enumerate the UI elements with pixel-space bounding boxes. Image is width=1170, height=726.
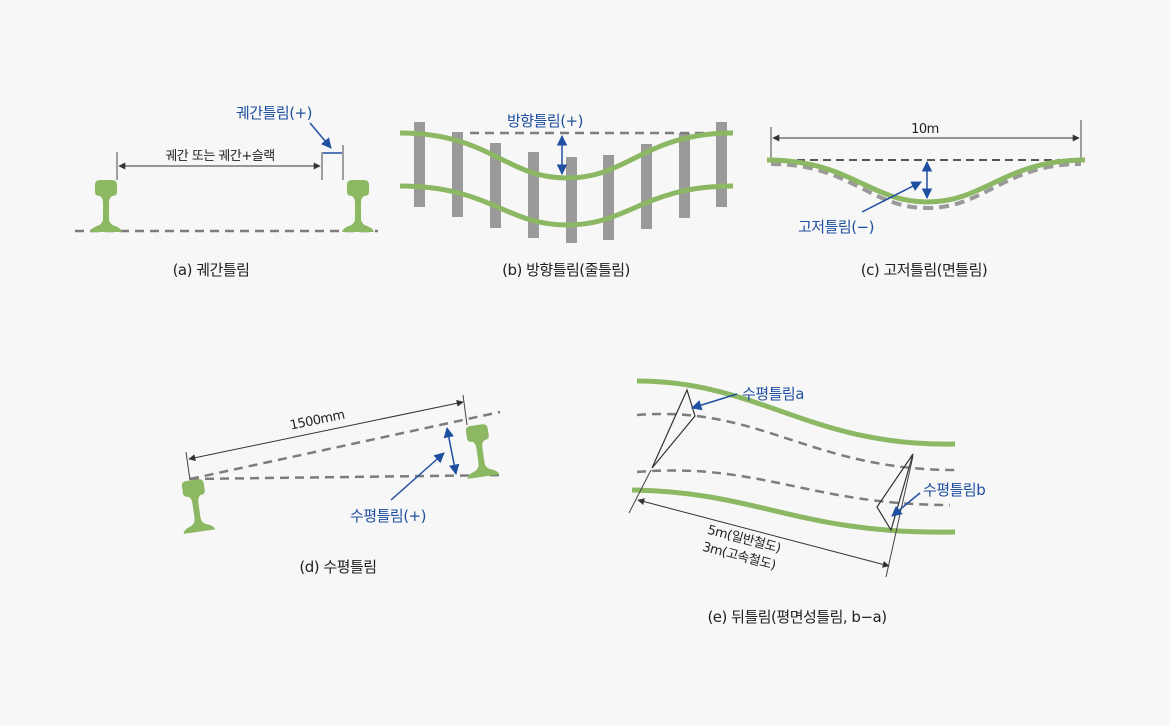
cross-level-a-pointer: [690, 393, 738, 411]
gauge-deviation-pointer: [309, 122, 332, 149]
panel-b-alignment-irregularity: 방향틀림(+) (b) 방향틀림(줄틀림): [399, 112, 734, 279]
rail-profile-green: [766, 157, 1086, 205]
sleeper: [414, 122, 425, 207]
panel-c-longitudinal-level-irregularity: 10m 고저틀림(−) (c) 고저틀림(면틀림): [766, 120, 1086, 279]
gauge-deviation-label: 궤간틀림(+): [236, 104, 312, 122]
rail-upper: [636, 378, 956, 447]
sleeper: [603, 155, 614, 240]
sleeper: [490, 143, 501, 228]
alignment-deviation-label: 방향틀림(+): [507, 112, 583, 130]
measured-profile-dashed: [770, 162, 1082, 211]
right-rail-profile: [342, 180, 374, 232]
twist-triangle-a: [651, 388, 696, 469]
left-length-tick: [628, 469, 652, 514]
sleeper: [452, 132, 463, 217]
left-width-tick: [185, 451, 191, 481]
design-line-upper: [636, 412, 956, 472]
panel-d-cross-level-irregularity: 1500mm 수평틀림(+) (d) 수평틀림: [176, 394, 506, 576]
panel-a-gauge-irregularity: 궤간 또는 궤간+슬랙 궤간틀림(+) (a) 궤간틀림: [75, 104, 378, 279]
cross-level-a-label: 수평틀림a: [742, 385, 804, 403]
design-line-lower: [636, 469, 951, 507]
panel-b-caption: (b) 방향틀림(줄틀림): [502, 261, 630, 279]
cross-level-deviation-arrow: [443, 426, 460, 476]
span-length-label: 10m: [911, 122, 939, 137]
sleeper: [566, 157, 577, 243]
cross-level-b-label: 수평틀림b: [923, 481, 985, 499]
panel-a-caption: (a) 궤간틀림: [173, 261, 250, 279]
sleeper: [716, 122, 727, 207]
panel-e-twist-irregularity: 5m(일반철도) 3m(고속철도) 수평틀림a 수평틀림b (e) 뒤틀림(평면…: [628, 378, 986, 626]
gauge-label: 궤간 또는 궤간+슬랙: [165, 149, 274, 164]
sleepers: [414, 122, 727, 243]
right-rail-profile: [460, 422, 500, 479]
level-deviation-label: 고저틀림(−): [798, 218, 874, 236]
panel-e-caption: (e) 뒤틀림(평면성틀림, b−a): [707, 608, 886, 626]
cross-level-deviation-label: 수평틀림(+): [350, 507, 426, 525]
sleeper: [641, 144, 652, 229]
cross-level-deviation-pointer: [390, 452, 445, 501]
left-rail-profile: [176, 477, 216, 534]
reference-horizontal-line: [189, 473, 506, 481]
width-dimension-arrow: [188, 399, 464, 462]
length-dimension-arrow: [637, 498, 890, 568]
sleeper: [679, 133, 690, 218]
left-rail-profile: [90, 180, 122, 232]
level-deviation-pointer: [861, 181, 922, 213]
rail-upper: [399, 130, 734, 181]
right-width-tick: [462, 394, 468, 426]
rail-lower: [399, 183, 734, 228]
panel-d-caption: (d) 수평틀림: [299, 558, 376, 576]
width-label: 1500mm: [289, 408, 346, 434]
cross-level-b-pointer: [891, 492, 921, 517]
panel-c-caption: (c) 고저틀림(면틀림): [861, 261, 988, 279]
sleeper: [528, 152, 539, 238]
twist-triangle-b: [876, 453, 914, 532]
